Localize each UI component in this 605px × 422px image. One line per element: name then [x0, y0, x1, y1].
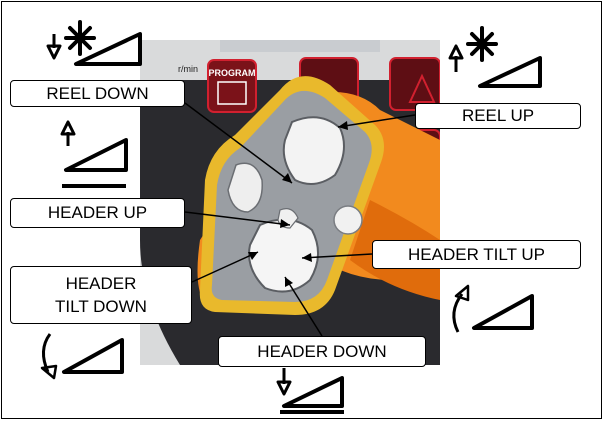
leader-reel-down	[185, 103, 292, 183]
leader-header-up	[185, 212, 290, 225]
header-down-symbol-icon	[270, 366, 350, 416]
callout-header-tilt-up: HEADER TILT UP	[372, 240, 581, 269]
callout-header-tilt-down-line1: HEADER	[66, 272, 137, 295]
callout-reel-up: REEL UP	[415, 103, 581, 129]
header-tilt-up-symbol-icon	[446, 282, 536, 337]
leader-header-tilt-down	[192, 252, 258, 282]
leader-header-down	[285, 277, 322, 336]
leader-reel-up	[338, 115, 415, 127]
callout-reel-down: REEL DOWN	[10, 80, 185, 107]
reel-down-symbol-icon	[40, 8, 150, 70]
leader-header-tilt-up	[302, 254, 372, 258]
header-up-symbol-icon	[60, 118, 130, 193]
callout-header-tilt-down: HEADER TILT DOWN	[10, 266, 192, 324]
header-tilt-down-symbol-icon	[36, 328, 126, 383]
reel-up-symbol-icon	[448, 22, 548, 92]
callout-header-down: HEADER DOWN	[218, 336, 426, 367]
callout-header-up: HEADER UP	[10, 198, 185, 228]
callout-header-tilt-down-line2: TILT DOWN	[55, 295, 147, 318]
